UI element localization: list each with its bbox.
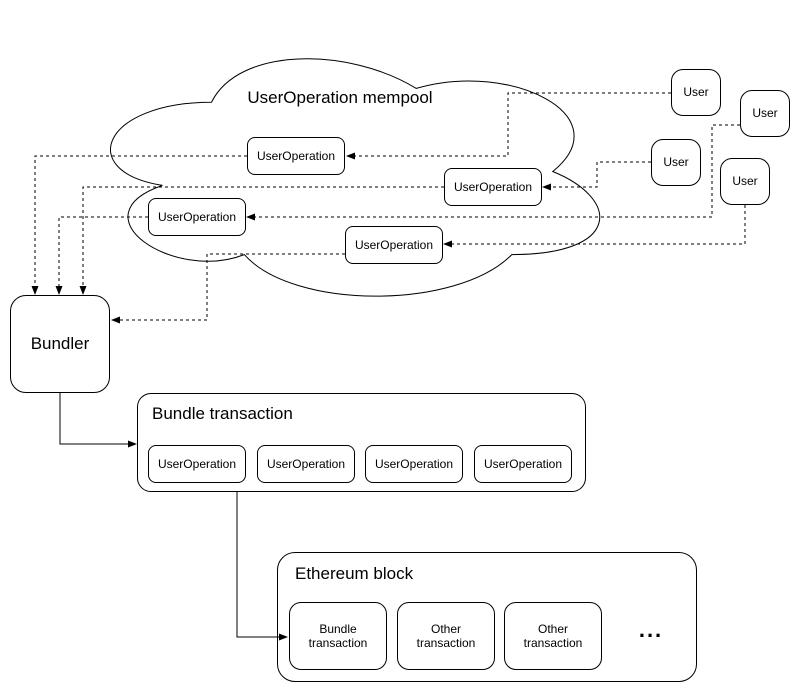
transaction-label: Other transaction	[416, 621, 476, 650]
mempool-userop-node-3: UserOperation	[148, 198, 246, 236]
user-node-4: User	[720, 158, 770, 205]
userop-label: UserOperation	[157, 209, 237, 224]
user-label: User	[683, 85, 709, 100]
mempool-userop-node-1: UserOperation	[247, 137, 345, 175]
user-node-2: User	[740, 90, 790, 137]
mempool-title: UserOperation mempool	[247, 88, 433, 107]
user-label: User	[663, 155, 689, 170]
ethereum-block-title: Ethereum block	[295, 564, 414, 583]
bundle-userop-node-3: UserOperation	[365, 445, 463, 483]
userop-label: UserOperation	[483, 456, 563, 471]
bundle-userop-node-1: UserOperation	[148, 445, 246, 483]
user-node-3: User	[651, 139, 701, 186]
user-node-1: User	[671, 69, 721, 116]
userop-label: UserOperation	[256, 148, 336, 163]
userop-label: UserOperation	[157, 456, 237, 471]
eth-other-transaction-node-1: Other transaction	[397, 602, 495, 670]
ethereum-block-container: Ethereum block Bundle transaction Other …	[277, 552, 697, 682]
user-label: User	[732, 174, 758, 189]
bundle-transaction-title: Bundle transaction	[152, 404, 293, 423]
bundler-node: Bundler	[10, 295, 110, 393]
userop-label: UserOperation	[266, 456, 346, 471]
transaction-label: Bundle transaction	[308, 621, 368, 650]
more-transactions-ellipsis: ...	[638, 617, 664, 642]
userop-label: UserOperation	[453, 179, 533, 194]
user-label: User	[752, 106, 778, 121]
bundle-userop-node-4: UserOperation	[474, 445, 572, 483]
userop-label: UserOperation	[374, 456, 454, 471]
bundle-userop-node-2: UserOperation	[257, 445, 355, 483]
bundler-label: Bundler	[30, 333, 90, 353]
transaction-label: Other transaction	[523, 621, 583, 650]
userop-label: UserOperation	[354, 237, 434, 252]
mempool-userop-node-2: UserOperation	[444, 168, 542, 206]
eth-bundle-transaction-node: Bundle transaction	[289, 602, 387, 670]
mempool-userop-node-4: UserOperation	[345, 226, 443, 264]
bundle-transaction-container: Bundle transaction UserOperation UserOpe…	[137, 393, 586, 492]
eth-other-transaction-node-2: Other transaction	[504, 602, 602, 670]
